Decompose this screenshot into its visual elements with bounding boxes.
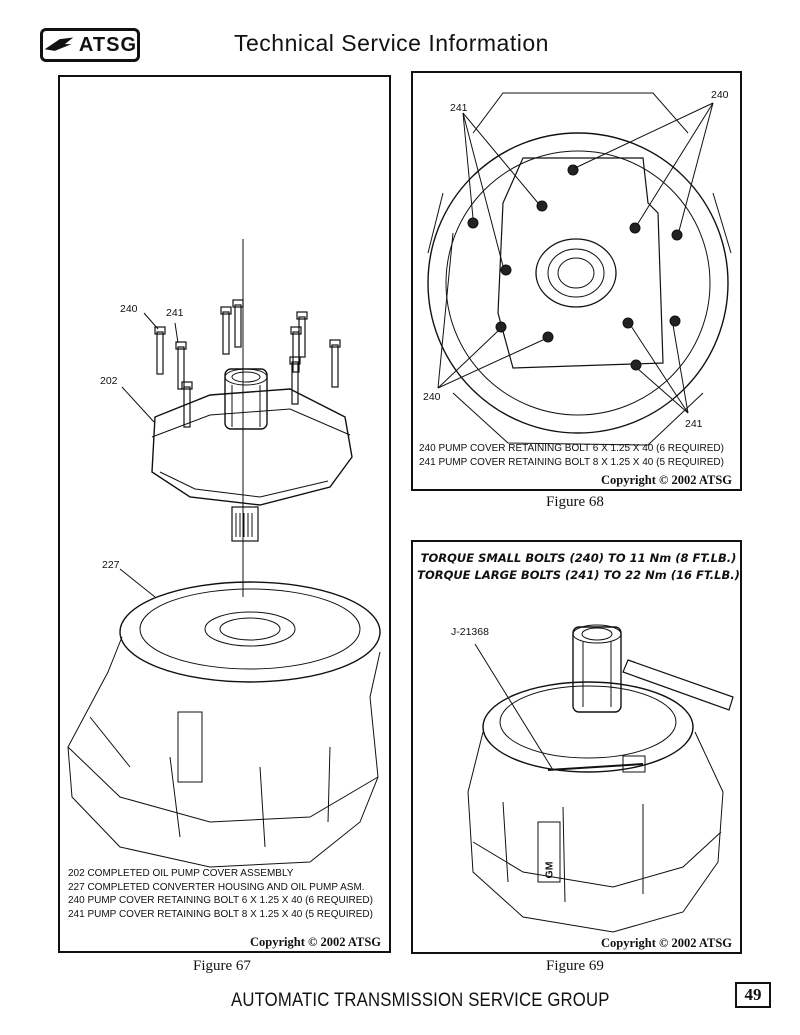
figure-69-copyright: Copyright © 2002 ATSG	[601, 936, 732, 950]
footer-text: AUTOMATIC TRANSMISSION SERVICE GROUP	[231, 990, 610, 1011]
legend-item: 240 PUMP COVER RETAINING BOLT 6 X 1.25 X…	[68, 895, 373, 906]
figure-68-legend: 240 PUMP COVER RETAINING BOLT 6 X 1.25 X…	[419, 442, 724, 469]
legend-item: 227 COMPLETED CONVERTER HOUSING AND OIL …	[68, 881, 365, 893]
figure-68-caption: Figure 68	[546, 494, 604, 510]
callout-j-21368: J-21368	[451, 626, 489, 638]
callout-240-top: 240	[711, 89, 729, 101]
callout-227: 227	[102, 559, 120, 571]
legend-item: 240 PUMP COVER RETAINING BOLT 6 X 1.25 X…	[419, 443, 724, 454]
figure-67-panel: 240 241 202 227 202 COMPLETED OIL PUMP C…	[58, 75, 391, 953]
page-title: Technical Service Information	[234, 30, 549, 56]
figure-68-illustration	[427, 92, 732, 446]
callout-241-bottom: 241	[685, 418, 703, 430]
callout-241-top: 241	[450, 102, 468, 114]
housing-gm-label: GM	[543, 861, 556, 879]
legend-item: 202 COMPLETED OIL PUMP COVER ASSEMBLY	[68, 868, 294, 879]
atsg-logo: ATSG	[40, 28, 140, 62]
legend-item: 241 PUMP COVER RETAINING BOLT 8 X 1.25 X…	[419, 456, 724, 468]
torque-line-large: TORQUE LARGE BOLTS (241) TO 22 Nm (16 FT…	[417, 568, 740, 582]
callout-202: 202	[100, 375, 118, 387]
figure-69-illustration	[467, 624, 734, 933]
page-number: 49	[735, 982, 771, 1008]
callout-240: 240	[120, 303, 138, 315]
figure-69-panel: TORQUE SMALL BOLTS (240) TO 11 Nm (8 FT.…	[411, 540, 742, 954]
logo-bird-icon	[44, 37, 74, 51]
legend-item: 241 PUMP COVER RETAINING BOLT 8 X 1.25 X…	[68, 908, 373, 920]
logo-text: ATSG	[78, 33, 137, 56]
figure-67-caption: Figure 67	[193, 958, 251, 974]
callout-240-bottom: 240	[423, 391, 441, 403]
torque-spec: TORQUE SMALL BOLTS (240) TO 11 Nm (8 FT.…	[413, 550, 744, 584]
figure-69-caption: Figure 69	[546, 958, 604, 974]
figure-67-legend: 202 COMPLETED OIL PUMP COVER ASSEMBLY 22…	[68, 867, 373, 921]
callout-241: 241	[166, 307, 184, 319]
figure-68-panel: 241 240 240 241 240 PUMP COVER RETAINING…	[411, 71, 742, 491]
figure-67-copyright: Copyright © 2002 ATSG	[250, 935, 381, 949]
torque-line-small: TORQUE SMALL BOLTS (240) TO 11 Nm (8 FT.…	[420, 551, 737, 565]
figure-67-illustration	[67, 239, 381, 868]
figure-68-copyright: Copyright © 2002 ATSG	[601, 473, 732, 487]
